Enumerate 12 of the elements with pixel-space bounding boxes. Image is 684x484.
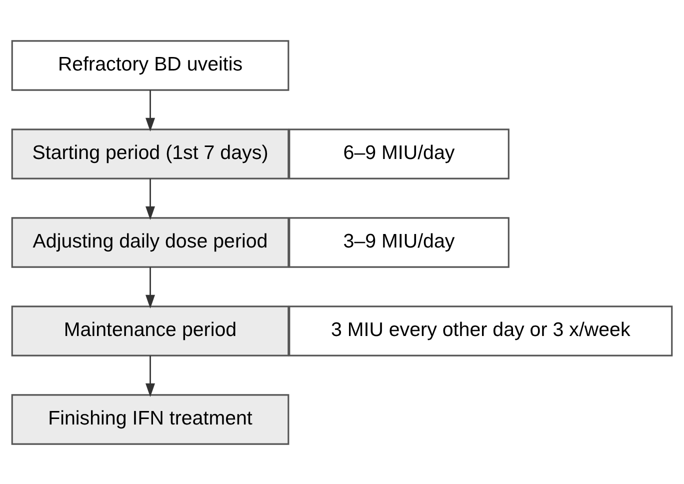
arrow xyxy=(146,90,156,131)
node-box: Maintenance period xyxy=(11,305,290,356)
node-box: Finishing IFN treatment xyxy=(11,394,290,444)
node-box: Refractory BD uveitis xyxy=(11,40,290,90)
arrow xyxy=(146,355,156,396)
node-box: Adjusting daily dose period xyxy=(11,216,290,268)
arrow xyxy=(146,178,156,220)
node-box: 3 MIU every other day or 3 x/week xyxy=(288,305,673,356)
arrow xyxy=(146,266,156,308)
node-box: 3–9 MIU/day xyxy=(288,216,510,268)
node-box: 6–9 MIU/day xyxy=(288,128,510,179)
node-box: Starting period (1st 7 days) xyxy=(11,128,290,179)
